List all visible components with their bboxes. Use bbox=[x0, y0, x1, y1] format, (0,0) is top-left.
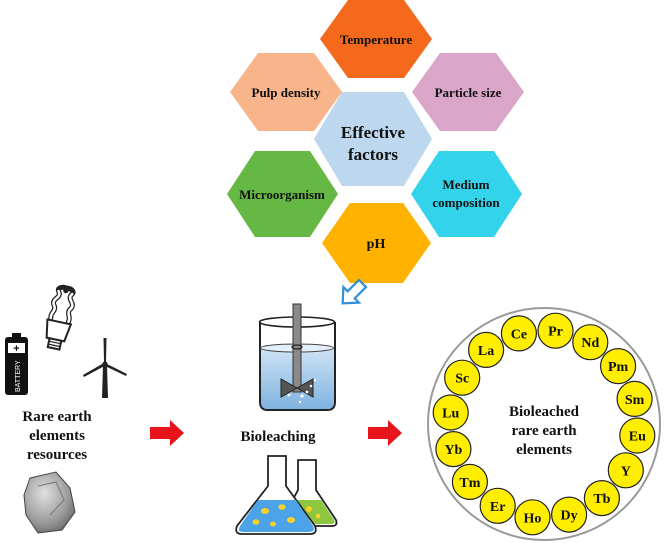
bioreactor-icon bbox=[258, 303, 336, 411]
element-symbol: Er bbox=[490, 500, 506, 515]
element-tb: Tb bbox=[583, 480, 621, 517]
element-sc: Sc bbox=[444, 359, 481, 396]
hex-medium-composition-line2: composition bbox=[432, 195, 500, 210]
cfl-bulb-icon bbox=[45, 284, 76, 351]
resources-label-line2: elements bbox=[29, 428, 85, 444]
element-ce: Ce bbox=[500, 315, 538, 352]
hex-effective-factors bbox=[314, 92, 432, 186]
element-circle bbox=[514, 499, 551, 536]
element-pr: Pr bbox=[537, 312, 574, 349]
element-circle bbox=[619, 417, 656, 454]
element-sm: Sm bbox=[616, 380, 653, 417]
element-symbol: Tm bbox=[459, 476, 480, 491]
element-symbol: Eu bbox=[629, 430, 646, 445]
hex-medium-composition-line1: Medium bbox=[443, 177, 490, 192]
element-eu: Eu bbox=[619, 417, 656, 454]
svg-text:+: + bbox=[13, 343, 19, 355]
element-la: La bbox=[468, 331, 505, 368]
element-symbol: Pm bbox=[608, 360, 629, 375]
hex-pulp-density-label: Pulp density bbox=[252, 85, 321, 100]
element-circle bbox=[468, 331, 505, 368]
hex-microorganism bbox=[227, 151, 338, 237]
element-dy: Dy bbox=[550, 496, 588, 533]
element-circle bbox=[479, 487, 516, 524]
element-symbol: La bbox=[478, 344, 494, 359]
hex-effective-factors-line1: Effective bbox=[341, 123, 406, 142]
element-circle bbox=[583, 480, 621, 517]
pointer-arrow bbox=[341, 278, 368, 305]
element-pm: Pm bbox=[599, 348, 637, 385]
element-symbol: Lu bbox=[442, 407, 459, 422]
resources-label-line1: Rare earth bbox=[22, 409, 92, 425]
element-symbol: Pr bbox=[548, 325, 563, 340]
hex-temperature-label: Temperature bbox=[340, 32, 412, 47]
element-circle bbox=[616, 380, 653, 417]
svg-text:BATTERY: BATTERY bbox=[15, 360, 22, 392]
element-yb: Yb bbox=[435, 431, 472, 468]
hex-effective-factors-line2: factors bbox=[348, 145, 398, 164]
hex-temperature bbox=[320, 0, 432, 78]
element-circle bbox=[500, 315, 538, 352]
element-circle bbox=[444, 359, 481, 396]
element-circle bbox=[432, 394, 469, 431]
element-symbol: Tb bbox=[593, 492, 610, 507]
hex-medium-composition bbox=[411, 151, 522, 237]
element-symbol: Dy bbox=[561, 509, 578, 524]
element-symbol: Yb bbox=[444, 443, 462, 458]
hex-particle-size bbox=[412, 53, 524, 131]
flow-arrow-1 bbox=[150, 420, 184, 446]
element-circle bbox=[607, 452, 644, 489]
element-circle bbox=[451, 463, 488, 500]
element-symbol: Ce bbox=[511, 327, 527, 342]
element-symbol: Sm bbox=[625, 393, 645, 408]
resources-label-line3: resources bbox=[27, 447, 87, 463]
element-y: Y bbox=[607, 452, 644, 489]
element-er: Er bbox=[479, 487, 516, 524]
rock-icon bbox=[23, 471, 76, 534]
element-symbol: Sc bbox=[455, 372, 469, 387]
element-circle bbox=[572, 324, 609, 361]
result-label-line1: Bioleached bbox=[509, 404, 580, 420]
element-nd: Nd bbox=[572, 324, 609, 361]
result-label-line3: elements bbox=[516, 442, 572, 458]
hex-pulp-density bbox=[230, 53, 342, 131]
element-circle bbox=[435, 431, 472, 468]
resources-group: + BATTERY Rare earth elements resources bbox=[5, 284, 127, 534]
element-ho: Ho bbox=[514, 499, 551, 536]
element-symbol: Nd bbox=[581, 336, 599, 351]
element-tm: Tm bbox=[451, 463, 488, 500]
element-circle bbox=[599, 348, 637, 385]
battery-icon: + BATTERY bbox=[5, 333, 28, 395]
hex-ph bbox=[322, 203, 431, 283]
element-circle bbox=[537, 312, 574, 349]
element-symbol: Y bbox=[621, 464, 631, 479]
flasks-icon bbox=[235, 455, 338, 535]
effective-factors-cluster: Temperature Pulp density Particle size E… bbox=[227, 0, 524, 283]
bioleaching-label: Bioleaching bbox=[240, 429, 316, 445]
result-label-line2: rare earth bbox=[511, 423, 577, 439]
hex-particle-size-label: Particle size bbox=[435, 85, 502, 100]
wind-turbine-icon bbox=[83, 338, 127, 398]
element-symbol: Ho bbox=[524, 511, 542, 526]
element-lu: Lu bbox=[432, 394, 469, 431]
element-circle bbox=[550, 496, 588, 533]
flow-arrow-2 bbox=[368, 420, 402, 446]
hex-ph-label: pH bbox=[367, 237, 386, 252]
hex-microorganism-label: Microorganism bbox=[239, 187, 325, 202]
